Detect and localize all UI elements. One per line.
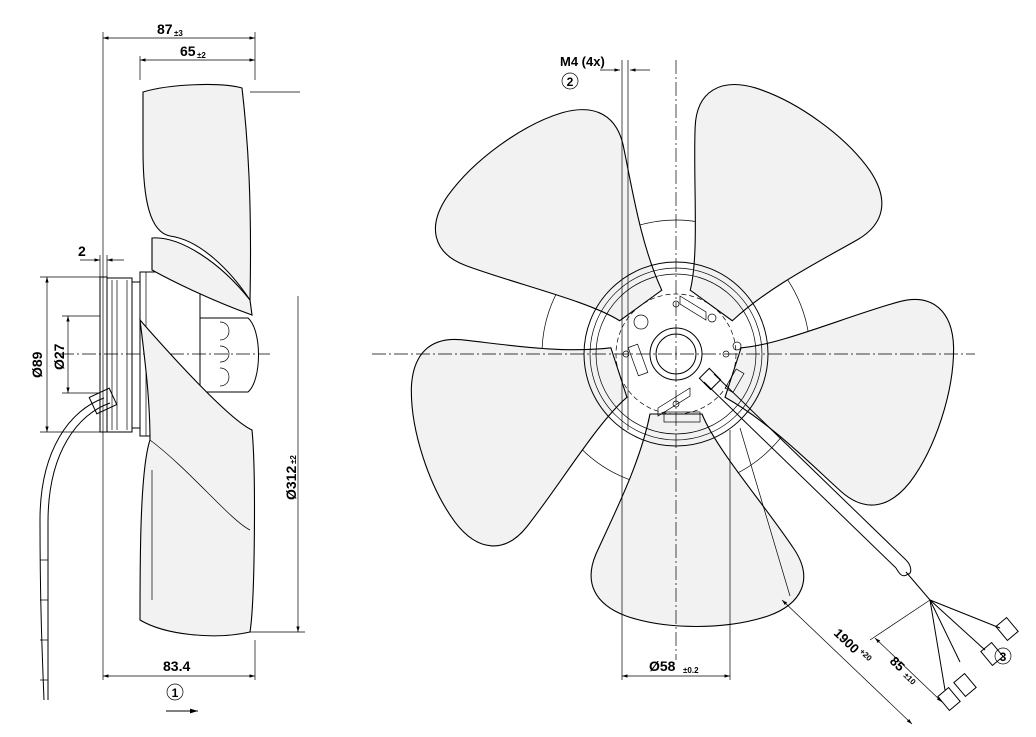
dim-fan-dia-tol: ±2 xyxy=(289,455,298,464)
cable-length: 1900 xyxy=(831,625,862,656)
wire-terminal xyxy=(995,616,1019,642)
dim-hub-dia-tol: ±0.2 xyxy=(683,666,699,675)
fan-blade xyxy=(411,83,710,382)
airflow-marker: 1 xyxy=(172,686,179,700)
wire-terminal xyxy=(980,641,1004,667)
dim-overall-depth-tol: ±3 xyxy=(174,29,183,38)
wire-strip-tol: ±10 xyxy=(902,671,918,687)
dim-fan-dia: Ø312 xyxy=(283,466,299,500)
wire-terminal xyxy=(937,686,961,712)
dim-dia-89: Ø89 xyxy=(29,351,45,378)
wire-strip-length: 85 xyxy=(887,653,908,674)
side-view: 87 ±3 65 ±2 2 Ø89 Ø27 Ø312 ±2 83.4 1 xyxy=(29,21,305,714)
dim-dia-27: Ø27 xyxy=(51,343,67,370)
airflow-marker-circle xyxy=(166,683,184,701)
front-view: M4 (4x) 2 Ø58 ±0.2 1900 +20 85 ±10 xyxy=(372,54,1019,725)
dim-base-depth: 83.4 xyxy=(163,658,190,674)
dim-hub-dia: Ø58 xyxy=(649,658,676,674)
screw-label: M4 (4x) xyxy=(560,54,605,69)
screw-marker: 2 xyxy=(567,75,574,89)
dim-blade-depth-tol: ±2 xyxy=(197,51,206,60)
cable-marker: 3 xyxy=(1000,650,1007,664)
dim-blade-depth: 65 xyxy=(180,43,196,59)
dim-overall-depth: 87 xyxy=(157,21,173,37)
cable-length-tol: +20 xyxy=(858,647,874,663)
dim-flange: 2 xyxy=(78,243,86,259)
fan-blade xyxy=(607,57,906,356)
wire-terminal xyxy=(953,672,977,698)
fan-blade xyxy=(590,413,805,628)
